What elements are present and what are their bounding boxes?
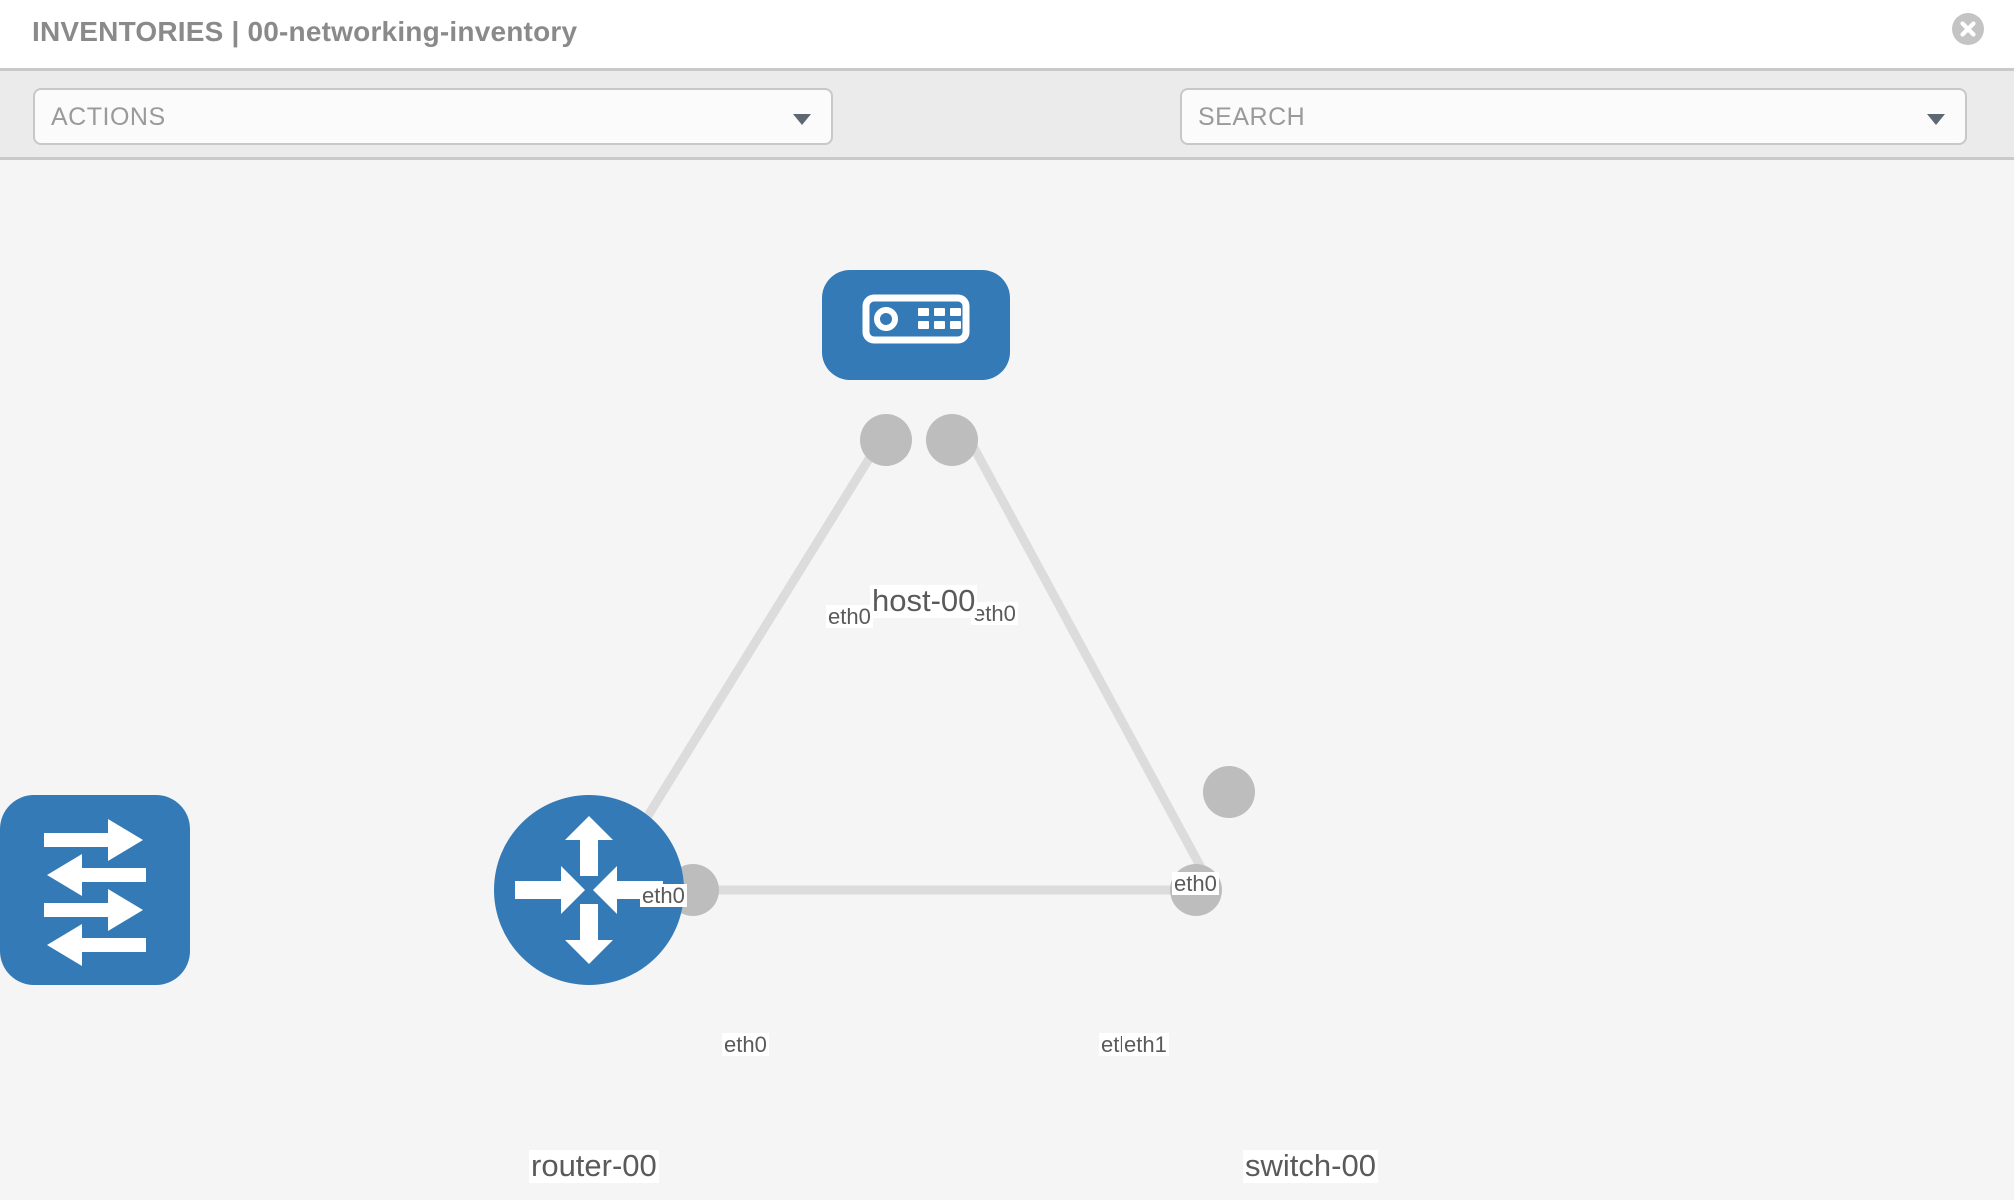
actions-dropdown[interactable]: ACTIONS — [33, 88, 833, 145]
page-header: INVENTORIES | 00-networking-inventory — [0, 0, 2014, 68]
search-input[interactable]: SEARCH — [1180, 88, 1967, 145]
topology-edges — [606, 417, 1210, 895]
chevron-down-icon — [1927, 114, 1945, 125]
node-label-router-00: router-00 — [529, 1148, 659, 1183]
edge-label-router-uplink-eth0: eth0 — [640, 883, 687, 908]
page-title: INVENTORIES | 00-networking-inventory — [32, 16, 578, 47]
close-icon[interactable] — [1952, 13, 1984, 45]
port-host-eth0-left[interactable] — [860, 414, 912, 466]
node-label-host-00: host-00 — [870, 583, 978, 618]
node-label-switch-00: switch-00 — [1243, 1148, 1378, 1183]
edge-label-host-eth0-right: eth0 — [971, 601, 1018, 626]
port-host-eth0-right[interactable] — [926, 414, 978, 466]
node-switch-00[interactable] — [0, 795, 190, 985]
search-placeholder-label: SEARCH — [1198, 103, 1306, 131]
topology-graph — [0, 270, 1255, 985]
port-switch-eth0[interactable] — [1203, 766, 1255, 818]
edge-label-router-eth0: eth0 — [722, 1032, 769, 1057]
edge-label-host-eth0-left: eth0 — [826, 604, 873, 629]
chevron-down-icon — [793, 114, 811, 125]
edge-host-switch — [956, 419, 1209, 878]
node-router-00[interactable] — [494, 795, 684, 985]
node-host-00[interactable] — [822, 270, 1010, 380]
edge-label-switch-eth1: eth1 — [1122, 1032, 1169, 1057]
edge-host-router — [606, 417, 897, 880]
actions-dropdown-label: ACTIONS — [51, 103, 166, 131]
topology-toolbar: ACTIONS SEARCH — [0, 68, 2014, 203]
topology-ports — [667, 414, 1255, 916]
topology-canvas[interactable]: eth0 eth0 host-00 eth0 eth0 eth0 eth0 et… — [0, 160, 2014, 1200]
edge-label-switch-uplink-eth0: eth0 — [1172, 871, 1219, 896]
